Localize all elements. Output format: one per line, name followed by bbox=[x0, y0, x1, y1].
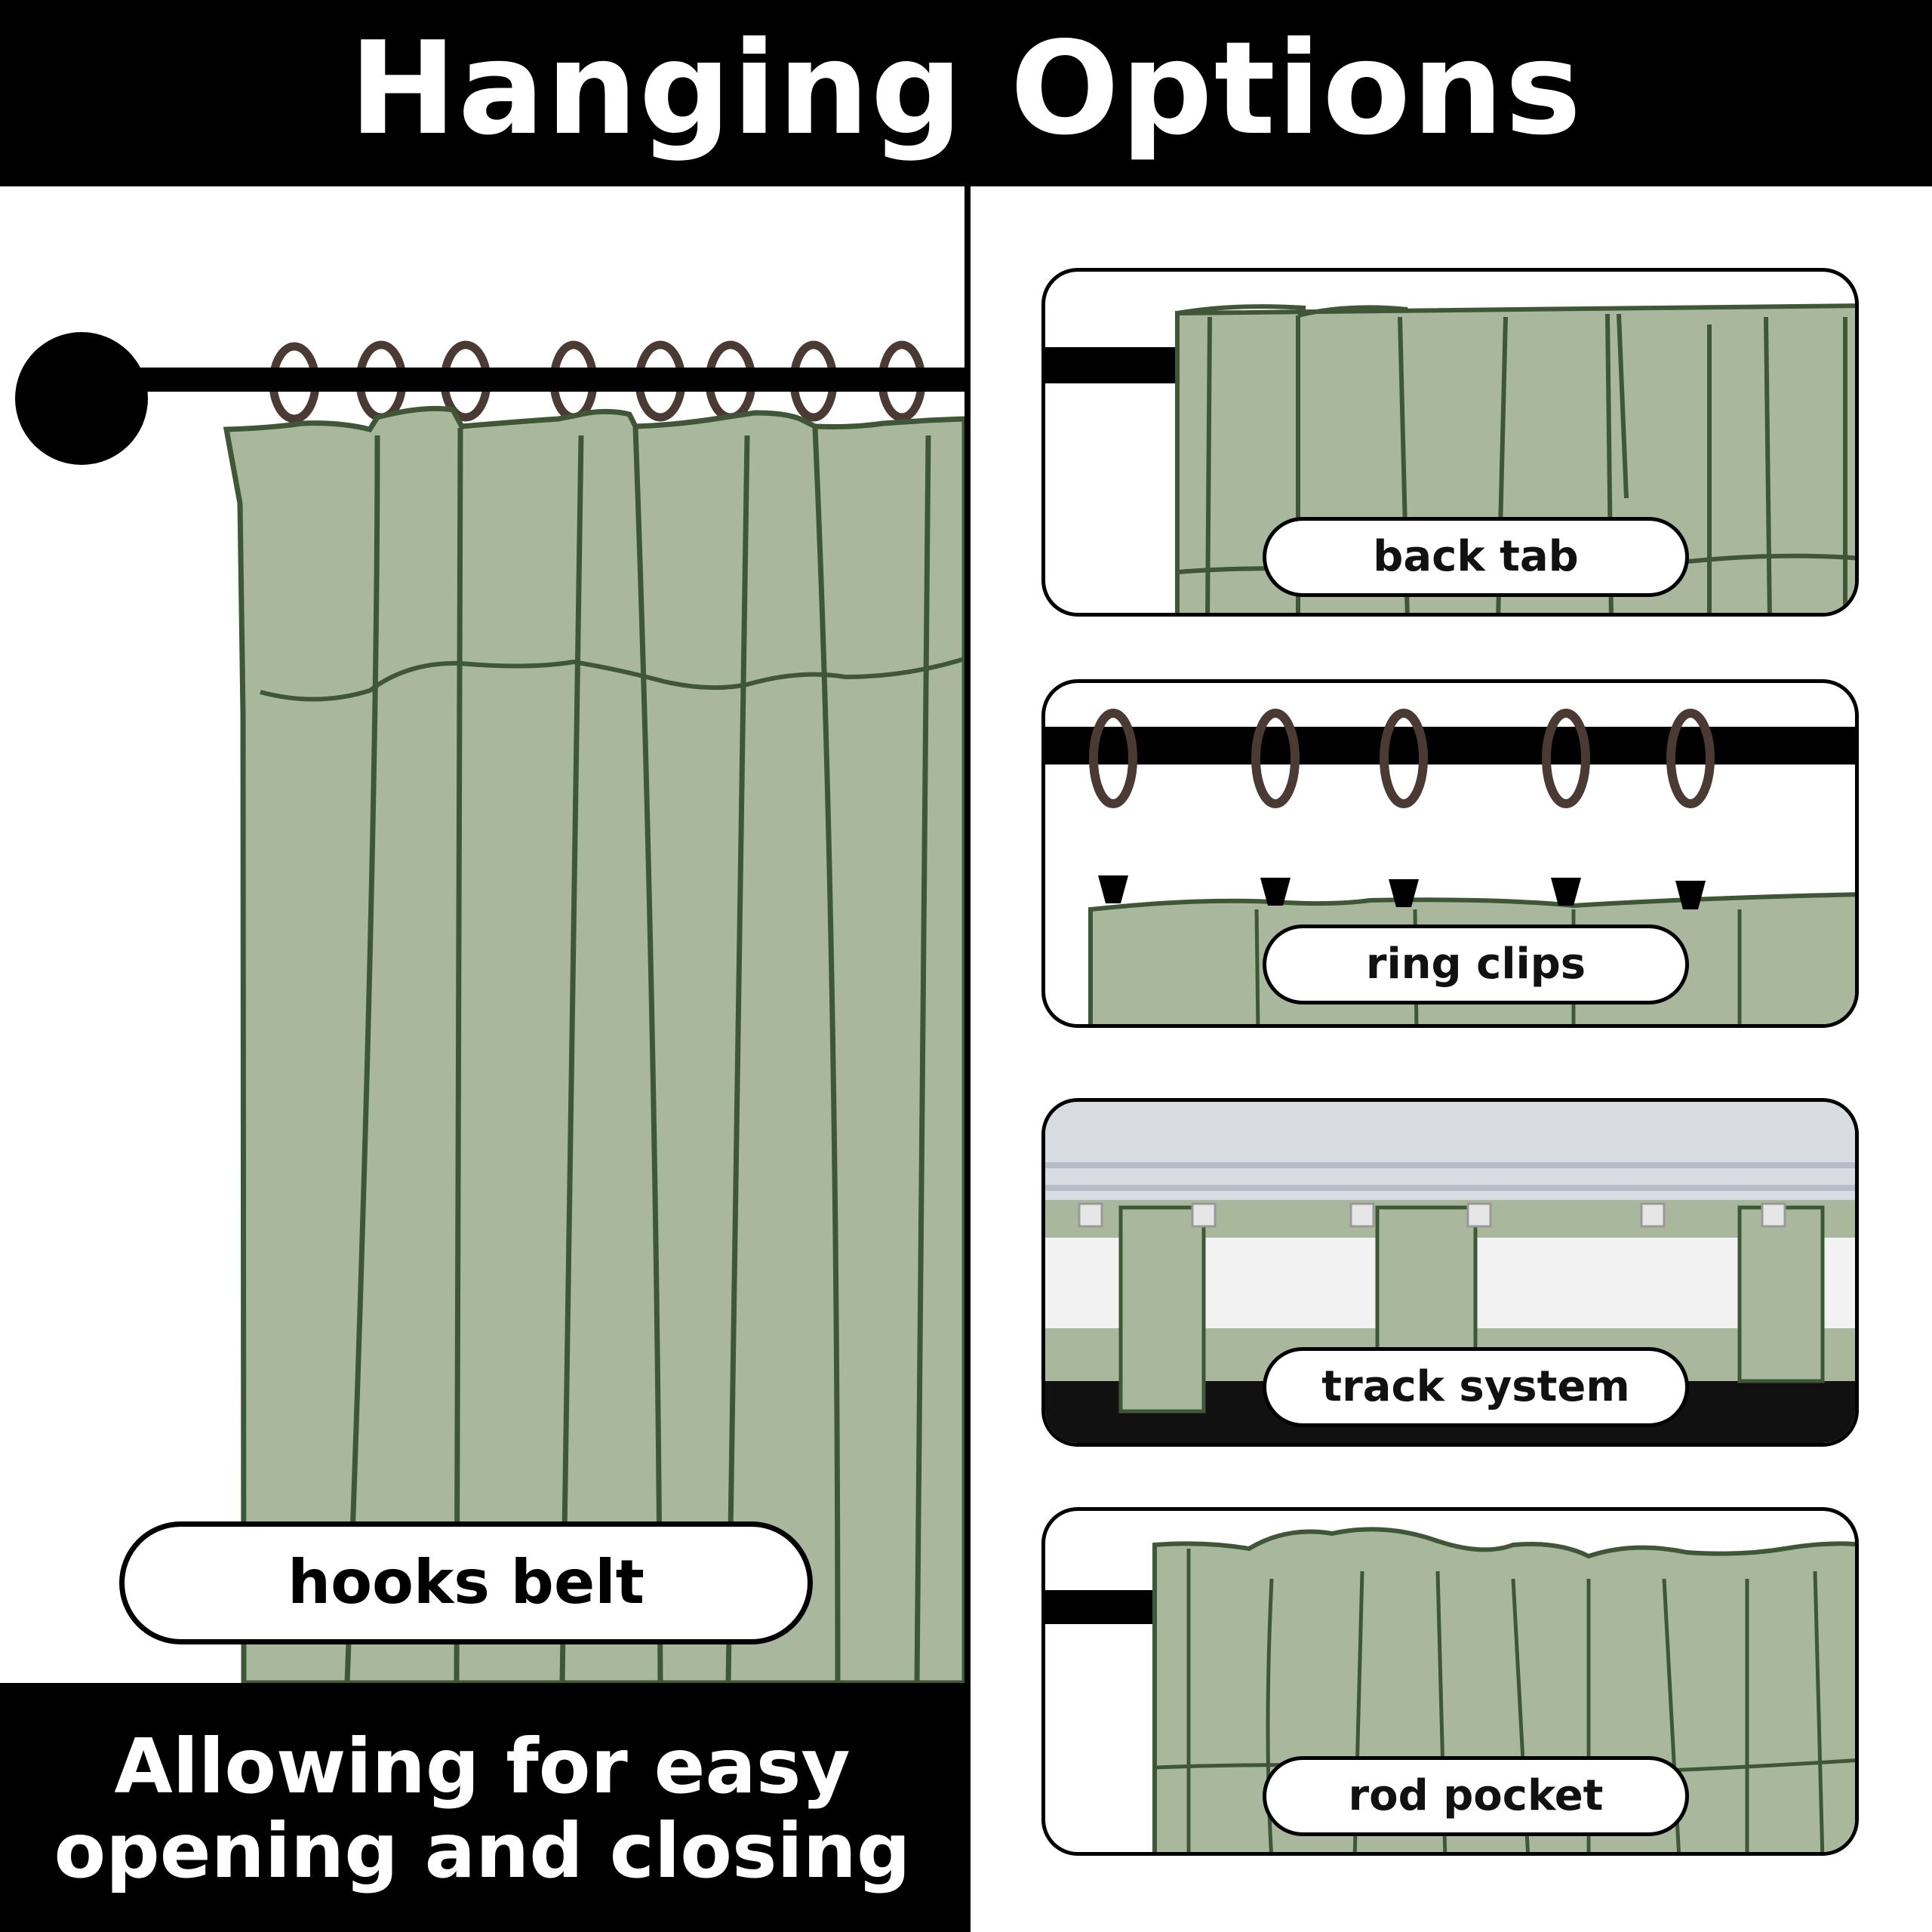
ring-clip-set bbox=[1089, 709, 1715, 808]
tagline-line-2: opening and closing bbox=[54, 1807, 911, 1895]
option-panel-rod-pocket: rod pocket bbox=[1041, 1507, 1859, 1856]
option-panel-ring-clips: ring clips bbox=[1041, 679, 1859, 1028]
curtain-track bbox=[1045, 1102, 1855, 1200]
rod-finial bbox=[15, 332, 148, 465]
tagline-line-1: Allowing for easy bbox=[114, 1722, 851, 1810]
page-title: Hanging Options bbox=[349, 14, 1583, 164]
header-bar bbox=[0, 0, 1932, 186]
footer-tagline: Allowing for easy opening and closing bbox=[0, 1724, 964, 1894]
back-tab-label: back tab bbox=[1263, 517, 1689, 597]
option-panel-back-tab: back tab bbox=[1041, 268, 1859, 617]
curtain-rod bbox=[1045, 1590, 1158, 1624]
curtain-panel bbox=[223, 405, 964, 1683]
footer-bar bbox=[0, 1683, 964, 1932]
hooks-belt-illustration bbox=[15, 332, 964, 1683]
curtain-rod bbox=[1045, 347, 1181, 383]
center-divider bbox=[964, 186, 971, 1932]
curtain-rod bbox=[75, 368, 964, 392]
track-system-label: track system bbox=[1263, 1347, 1689, 1427]
option-panel-track-system: track system bbox=[1041, 1098, 1859, 1447]
ring-clips-label: ring clips bbox=[1263, 924, 1689, 1004]
hooks-belt-label: hooks belt bbox=[119, 1521, 813, 1644]
curtain-rod bbox=[1045, 727, 1855, 764]
track-system-illustration bbox=[1045, 1102, 1855, 1443]
rod-pocket-label: rod pocket bbox=[1263, 1756, 1689, 1836]
